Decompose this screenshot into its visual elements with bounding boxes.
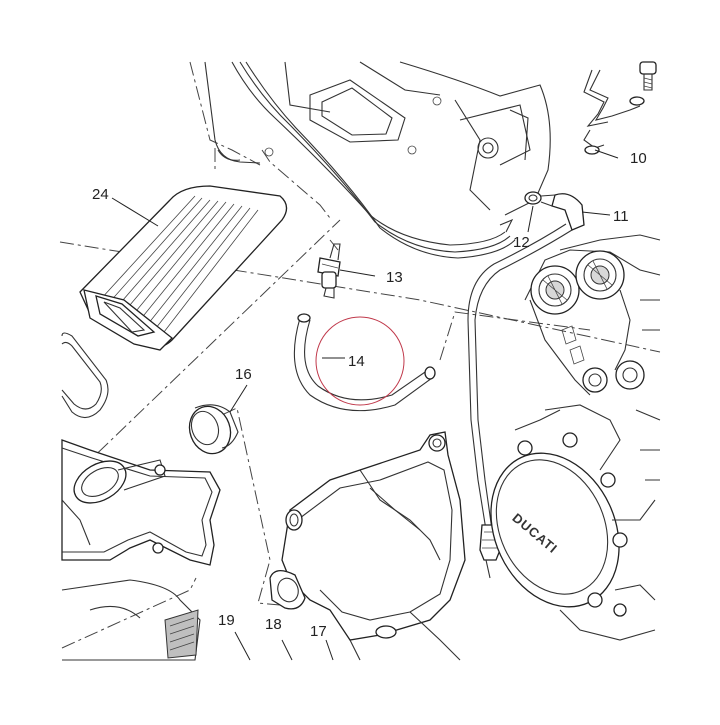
- leader-lines: [111, 149, 619, 661]
- callout-14: 14: [348, 353, 365, 370]
- assembly-lines: [59, 61, 661, 649]
- part-13-valve: [317, 243, 341, 299]
- callout-13: 13: [386, 269, 403, 286]
- filter-gasket: [61, 332, 109, 419]
- part-16-grommet: [188, 404, 239, 455]
- breather-hose: [467, 223, 573, 579]
- fuel-tank: [204, 61, 551, 259]
- part-10-bracket: [583, 61, 657, 155]
- callout-16: 16: [235, 366, 252, 383]
- callout-18: 18: [265, 616, 282, 633]
- part-24-air-filter: [79, 185, 288, 351]
- part-11-12-fitting: [524, 191, 585, 231]
- callout-12: 12: [513, 234, 530, 251]
- engine-block: DUCATI: [490, 234, 661, 641]
- callout-19: 19: [218, 612, 235, 629]
- intake-manifold: [269, 431, 466, 661]
- callout-10: 10: [630, 150, 647, 167]
- airbox-lower: [61, 439, 221, 661]
- part-14-hose: [293, 313, 436, 412]
- callout-17: 17: [310, 623, 327, 640]
- callout-24: 24: [92, 186, 109, 203]
- highlight-circle: [315, 316, 405, 406]
- callout-labels: 10 11 12 13 14 16 17 18 19 24: [92, 150, 647, 640]
- callout-11: 11: [613, 208, 629, 225]
